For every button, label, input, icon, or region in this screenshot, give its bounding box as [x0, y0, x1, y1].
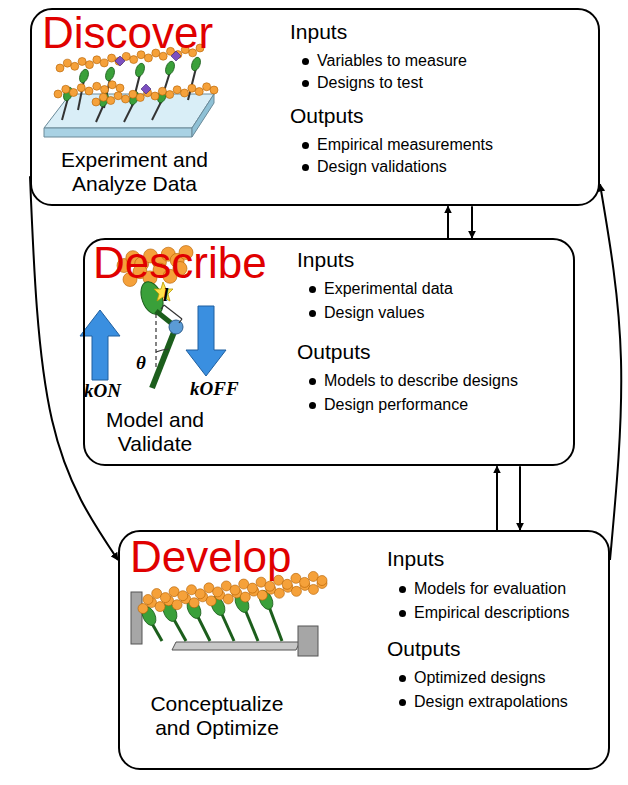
flow-arrow — [496, 466, 498, 530]
section-heading: Inputs — [290, 20, 347, 44]
bullet-item: Design validations — [300, 158, 447, 176]
flow-arrow — [471, 206, 473, 238]
bullet-item: Optimized designs — [397, 669, 546, 687]
flow-arrow — [447, 206, 449, 238]
symbol-label: kON — [84, 380, 121, 402]
symbol-label: kOFF — [190, 378, 239, 400]
flow-arrow — [600, 184, 621, 560]
section-heading: Outputs — [387, 637, 461, 661]
bullet-item: Experimental data — [307, 280, 453, 298]
node-caption: Experiment and Analyze Data — [47, 148, 222, 196]
node-caption: Model and Validate — [90, 408, 220, 456]
bullet-item: Empirical descriptions — [397, 604, 570, 622]
bullet-item: Design performance — [307, 396, 468, 414]
section-heading: Inputs — [387, 547, 444, 571]
flow-arrow — [30, 176, 118, 560]
node-title: Discover — [42, 10, 213, 56]
symbol-label: l — [163, 284, 168, 306]
bullet-item: Empirical measurements — [300, 136, 493, 154]
section-heading: Outputs — [290, 104, 364, 128]
node-title: Develop — [130, 534, 291, 580]
flow-arrow — [519, 466, 521, 530]
node-caption: Conceptualize and Optimize — [137, 692, 297, 740]
section-heading: Outputs — [297, 340, 371, 364]
process-box: DevelopConceptualize and Optimize InputsM… — [118, 530, 610, 770]
node-title: Describe — [93, 240, 267, 286]
bullet-item: Design extrapolations — [397, 693, 568, 711]
bullet-item: Models for evaluation — [397, 580, 566, 598]
actuator-illustration — [131, 571, 327, 656]
symbol-label: θ — [136, 352, 146, 374]
bullet-item: Designs to test — [300, 74, 423, 92]
bullet-item: Models to describe designs — [307, 372, 518, 390]
bullet-item: Design values — [307, 304, 425, 322]
process-box: DescribeModel and Validate InputsExperime… — [83, 238, 575, 466]
bullet-item: Variables to measure — [300, 52, 467, 70]
section-heading: Inputs — [297, 248, 354, 272]
process-box: DiscoverExperiment and Analyze Data Input… — [30, 8, 600, 206]
flow-cell-illustration — [44, 44, 218, 137]
